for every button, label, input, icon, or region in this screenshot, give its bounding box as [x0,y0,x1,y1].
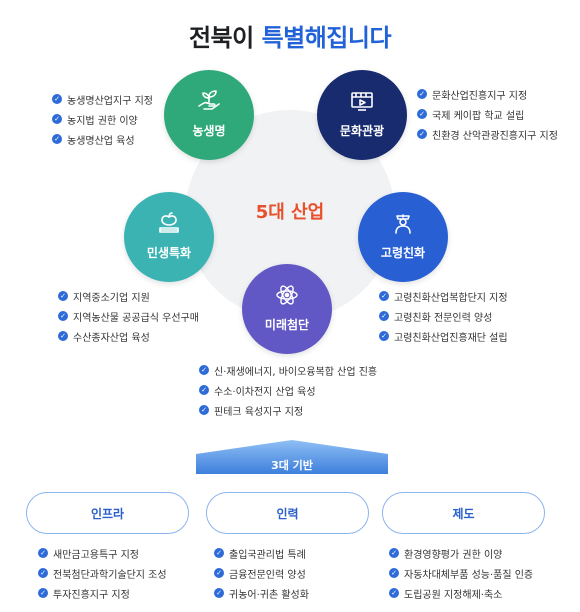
list-item: ✓친환경 산악관광진흥지구 지정 [417,124,558,144]
list-item: ✓농생명산업지구 지정 [52,89,153,109]
atom-icon [242,282,332,310]
node-label: 미래첨단 [264,318,310,332]
list-item: ✓새만금고용특구 지정 [38,543,167,563]
check-icon: ✓ [199,385,209,395]
node-future-tech: 미래첨단 [242,264,332,354]
film-screen-icon [317,88,407,116]
list-item: ✓고령친화산업진흥재단 설립 [379,326,508,346]
list-item: ✓귀농어·귀촌 활성화 [214,583,309,603]
list-item: ✓고령친화산업복합단지 지정 [379,286,508,306]
check-icon: ✓ [38,548,48,558]
check-icon: ✓ [379,311,389,321]
institution-list: ✓환경영향평가 권한 이양 ✓자동차대체부품 성능·품질 인증 ✓도립공원 지정… [389,543,533,603]
check-icon: ✓ [389,588,399,598]
list-item: ✓국제 케이팝 학교 설립 [417,104,558,124]
list-item: ✓고령친화 전문인력 양성 [379,306,508,326]
list-item: ✓금융전문인력 양성 [214,563,309,583]
node-label: 고령친화 [380,246,426,260]
check-icon: ✓ [52,94,62,104]
check-icon: ✓ [389,568,399,578]
list-item: ✓지역농산물 공공급식 우선구매 [58,306,199,326]
check-icon: ✓ [417,109,427,119]
check-icon: ✓ [214,568,224,578]
node-label: 문화관광 [339,124,385,138]
list-item: ✓출입국관리법 특례 [214,543,309,563]
list-item: ✓수소·이차전지 산업 육성 [199,380,377,400]
check-icon: ✓ [52,134,62,144]
title-part1: 전북이 [188,24,254,52]
list-item: ✓환경영향평가 권한 이양 [389,543,533,563]
list-item: ✓자동차대체부품 성능·품질 인증 [389,563,533,583]
workforce-list: ✓출입국관리법 특례 ✓금융전문인력 양성 ✓귀농어·귀촌 활성화 [214,543,309,603]
livelihood-list: ✓지역중소기업 지원 ✓지역농산물 공공급식 우선구매 ✓수산종자산업 육성 [58,286,199,346]
up-arrow-icon [196,440,388,474]
list-item: ✓도립공원 지정해제·축소 [389,583,533,603]
check-icon: ✓ [52,114,62,124]
check-icon: ✓ [379,331,389,341]
check-icon: ✓ [58,331,68,341]
foundation-arrow: 3대 기반 [196,440,388,474]
node-livelihood: 민생특화 [124,192,214,282]
foundation-label: 3대 기반 [271,459,313,472]
check-icon: ✓ [38,568,48,578]
check-icon: ✓ [417,129,427,139]
list-item: ✓문화산업진흥지구 지정 [417,84,558,104]
aging-friendly-list: ✓고령친화산업복합단지 지정 ✓고령친화 전문인력 양성 ✓고령친화산업진흥재단… [379,286,508,346]
node-agri-bio: 농생명 [164,70,254,160]
list-item: ✓신·재생에너지, 바이오융복합 산업 진흥 [199,360,377,380]
node-culture-tourism: 문화관광 [317,70,407,160]
sprout-hand-icon [164,88,254,116]
check-icon: ✓ [38,588,48,598]
list-item: ✓수산종자산업 육성 [58,326,199,346]
node-label: 민생특화 [146,246,192,260]
check-icon: ✓ [417,89,427,99]
title-part2: 특별해집니다 [261,24,392,52]
list-item: ✓핀테크 육성지구 지정 [199,400,377,420]
list-item: ✓투자진흥지구 지정 [38,583,167,603]
node-aging-friendly: 고령친화 [358,192,448,282]
check-icon: ✓ [199,365,209,375]
page-title: 전북이 특별해집니다 [0,18,580,53]
culture-tourism-list: ✓문화산업진흥지구 지정 ✓국제 케이팝 학교 설립 ✓친환경 산악관광진흥지구… [417,84,558,144]
check-icon: ✓ [58,311,68,321]
check-icon: ✓ [379,291,389,301]
pillar-infra: 인프라 [26,492,189,534]
check-icon: ✓ [214,588,224,598]
list-item: ✓농생명산업 육성 [52,129,153,149]
check-icon: ✓ [58,291,68,301]
agri-bio-list: ✓농생명산업지구 지정 ✓농지법 권한 이양 ✓농생명산업 육성 [52,89,153,149]
list-item: ✓농지법 권한 이양 [52,109,153,129]
list-item: ✓지역중소기업 지원 [58,286,199,306]
infra-list: ✓새만금고용특구 지정 ✓전북첨단과학기술단지 조성 ✓투자진흥지구 지정 [38,543,167,603]
check-icon: ✓ [214,548,224,558]
list-item: ✓전북첨단과학기술단지 조성 [38,563,167,583]
center-label: 5대 산업 [255,202,325,223]
caregiver-icon [358,210,448,238]
check-icon: ✓ [389,548,399,558]
pillar-workforce: 인력 [206,492,369,534]
check-icon: ✓ [199,405,209,415]
apple-book-icon [124,210,214,238]
node-label: 농생명 [192,124,226,138]
future-tech-list: ✓신·재생에너지, 바이오융복합 산업 진흥 ✓수소·이차전지 산업 육성 ✓핀… [199,360,377,420]
pillar-institution: 제도 [382,492,545,534]
